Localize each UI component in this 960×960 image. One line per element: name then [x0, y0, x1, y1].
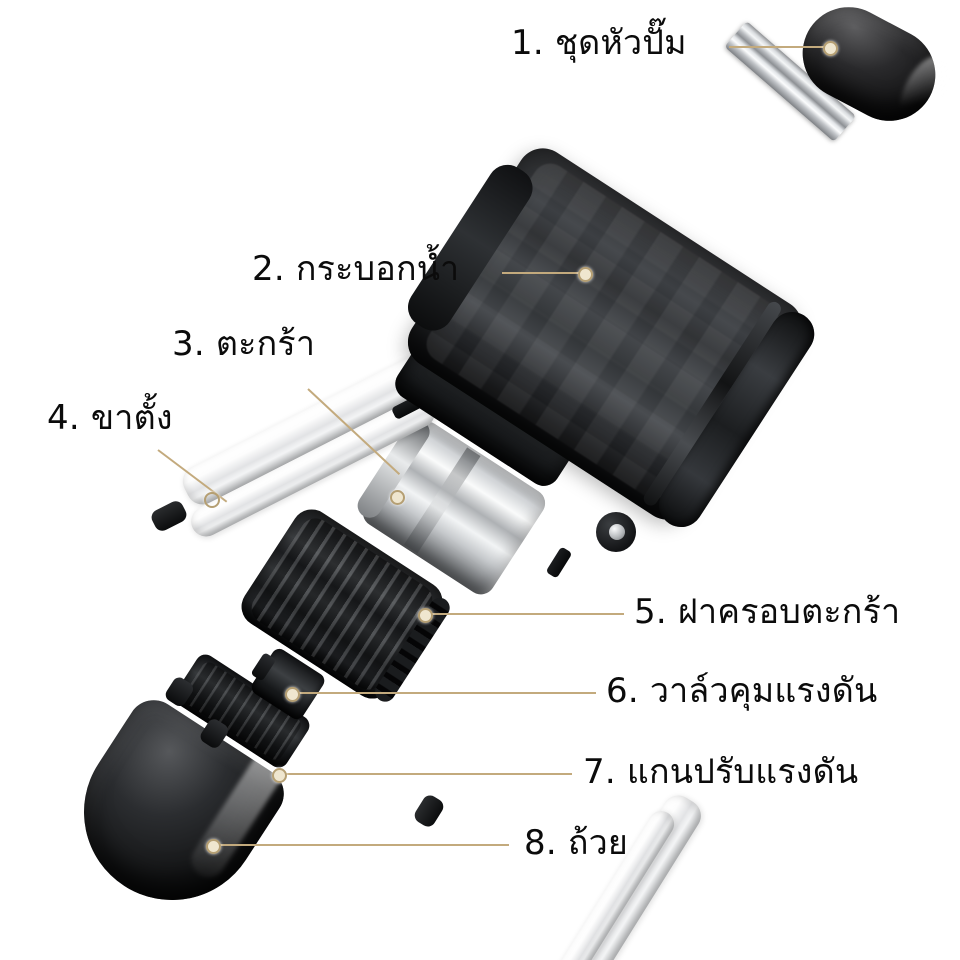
leader-line-1	[729, 46, 828, 48]
callout-label-cup: 8. ถ้วย	[524, 823, 629, 863]
leader-line-8	[212, 844, 509, 846]
leader-dot-2	[578, 267, 593, 282]
leader-dot-4	[204, 492, 220, 508]
callout-label-filter-basket: 3. ตะกร้า	[172, 324, 316, 364]
leader-line-2	[502, 272, 584, 274]
callout-label-stand-leg: 4. ขาตั้ง	[47, 398, 173, 438]
hinge-screw-lower	[609, 524, 625, 540]
callout-label-pump-head-assembly: 1. ชุดหัวปั๊ม	[511, 23, 687, 63]
stand-leg-upper-tip	[148, 498, 190, 534]
leader-dot-6	[285, 687, 300, 702]
callout-label-pressure-rod: 7. แกนปรับแรงดัน	[583, 752, 859, 792]
stand-leg-lower-tip	[411, 792, 447, 830]
callout-label-basket-cover: 5. ฝาครอบตะกร้า	[634, 592, 901, 632]
callout-label-pressure-valve: 6. วาล์วคุมแรงดัน	[606, 671, 878, 711]
leader-line-5	[424, 613, 624, 615]
leader-line-7	[278, 773, 572, 775]
leader-dot-7	[272, 768, 287, 783]
leader-dot-8	[206, 839, 221, 854]
callout-label-water-cylinder: 2. กระบอกน้ำ	[252, 249, 460, 289]
leader-dot-3	[390, 490, 405, 505]
leader-line-6	[291, 692, 596, 694]
leader-dot-1	[823, 41, 838, 56]
stand-leg-lower-clip	[545, 546, 573, 579]
leader-dot-5	[418, 608, 433, 623]
